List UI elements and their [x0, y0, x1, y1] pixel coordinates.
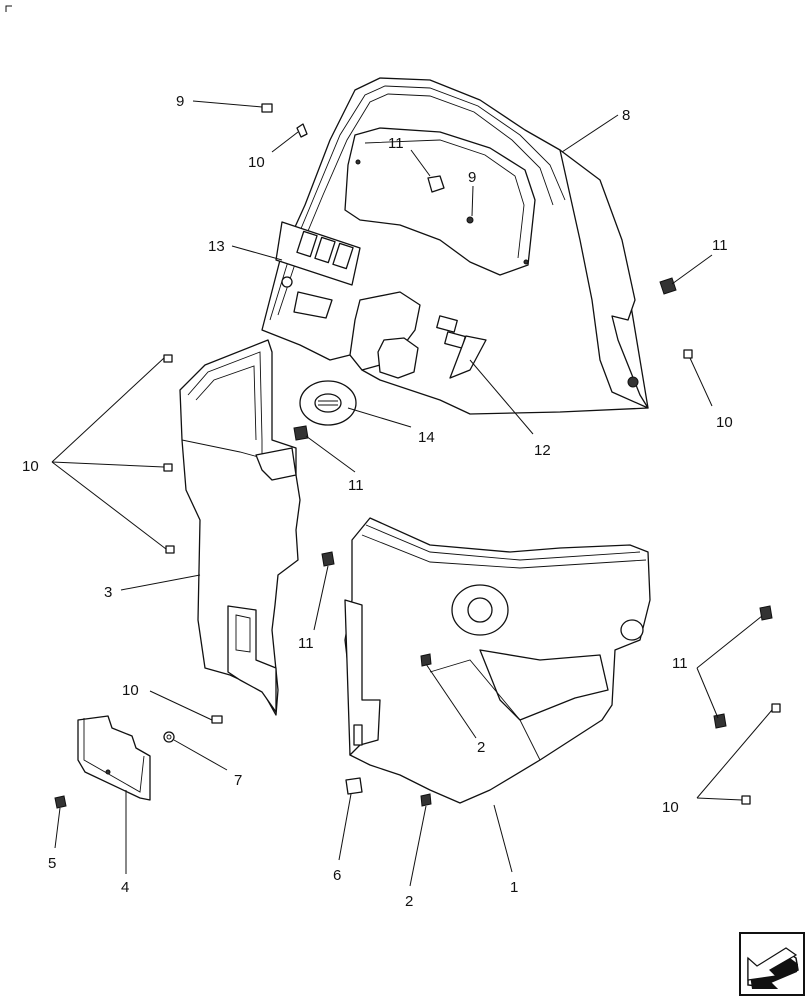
- fasteners: [54, 103, 781, 809]
- callout-10: 10: [248, 154, 265, 171]
- callout-11: 11: [672, 655, 688, 672]
- callout-10: 10: [22, 458, 39, 475]
- callout-13: 13: [208, 238, 225, 255]
- callout-5: 5: [48, 855, 56, 872]
- corner-mark-icon: [5, 5, 12, 12]
- previous-page-arrow-icon[interactable]: [739, 932, 805, 996]
- callout-6: 6: [333, 867, 341, 884]
- callout-labels: 9 10 11 9 8 13 11 10 14 11 12 10 3 11 10…: [22, 93, 733, 910]
- callout-10: 10: [122, 682, 139, 699]
- callout-3: 3: [104, 584, 112, 601]
- callout-11: 11: [388, 135, 404, 152]
- callout-11: 11: [298, 635, 314, 652]
- callout-8: 8: [622, 107, 630, 124]
- part-4-cover-plate: [77, 715, 151, 801]
- part-1-right-shroud: [344, 517, 651, 804]
- callout-10: 10: [662, 799, 679, 816]
- callout-9: 9: [468, 169, 476, 186]
- callout-11: 11: [712, 237, 728, 254]
- callout-2: 2: [405, 893, 413, 910]
- callout-12: 12: [534, 442, 551, 459]
- callout-1: 1: [510, 879, 518, 896]
- callout-9: 9: [176, 93, 184, 110]
- callout-10: 10: [716, 414, 733, 431]
- part-3-left-shroud: [179, 339, 301, 716]
- callout-11: 11: [348, 477, 364, 494]
- callout-4: 4: [121, 879, 129, 896]
- leader-lines: [51, 100, 773, 887]
- callout-2: 2: [477, 739, 485, 756]
- part-14-round-cap: [299, 380, 357, 426]
- callout-7: 7: [234, 772, 242, 789]
- callout-14: 14: [418, 429, 435, 446]
- part-8-dash-panel: [261, 77, 649, 415]
